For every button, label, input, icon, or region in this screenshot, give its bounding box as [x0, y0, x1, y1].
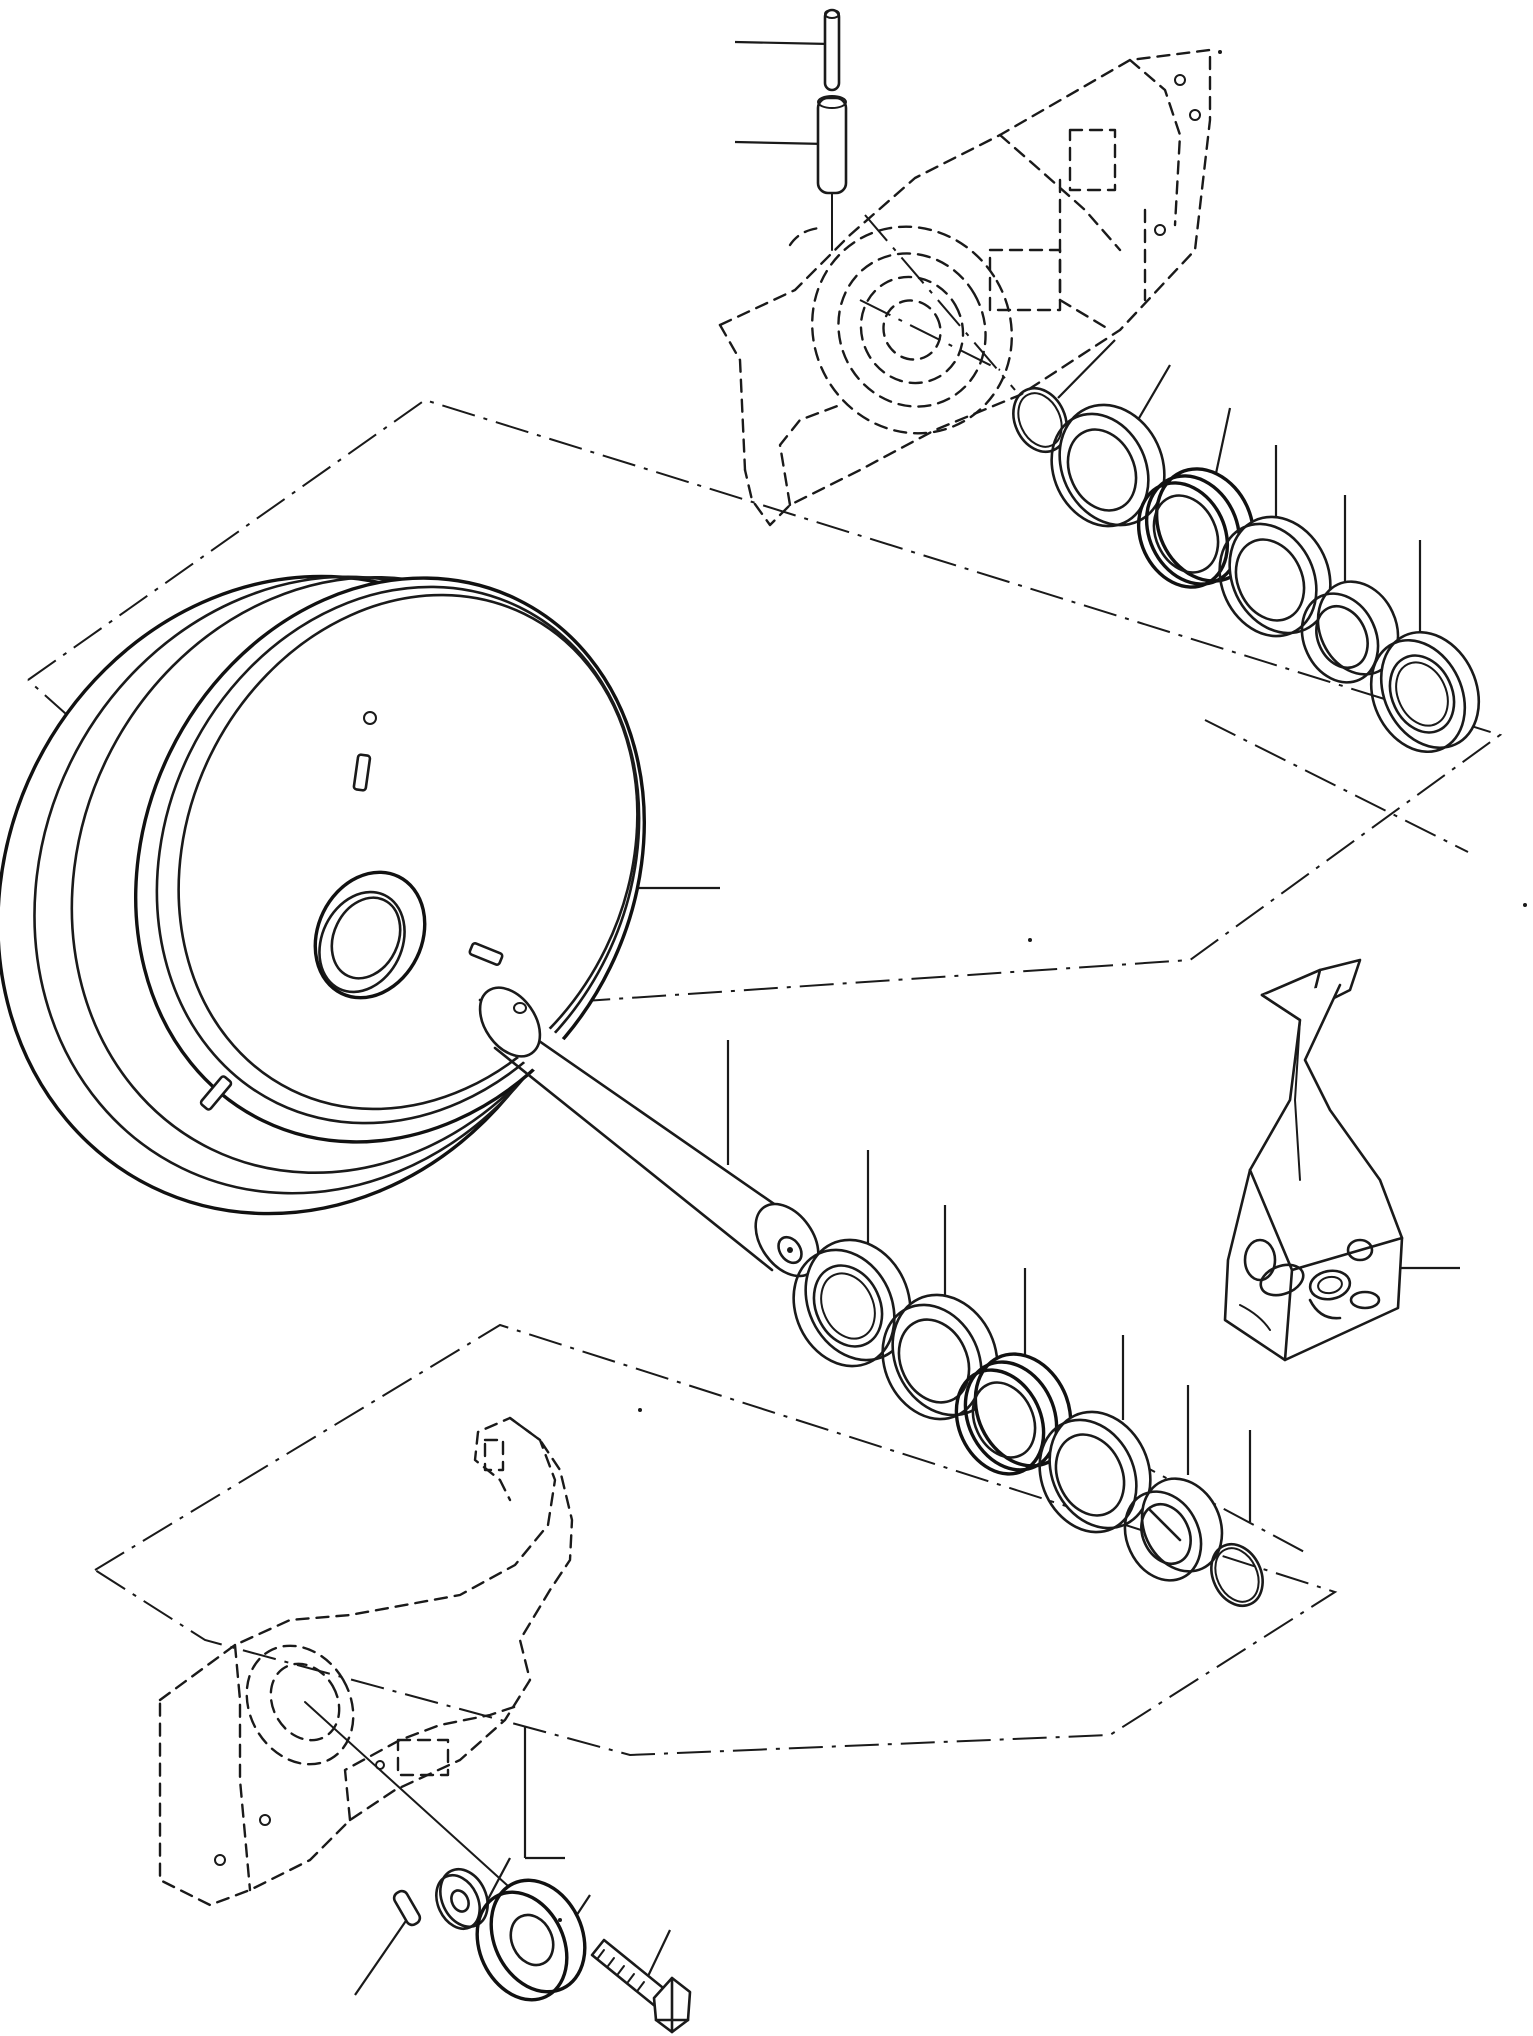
lower-bushing [1123, 1477, 1224, 1582]
upper-o-ring [1012, 386, 1068, 454]
pin-small [823, 8, 841, 92]
upper-seal-ring-2 [1218, 515, 1332, 638]
idler-wheel [0, 574, 646, 1216]
upper-collar [1369, 630, 1481, 754]
upper-bushing [1300, 580, 1400, 684]
lower-collar [792, 1238, 912, 1368]
lower-bolt [590, 1938, 692, 2034]
lower-bracket [158, 1416, 574, 1916]
seal-kit-bag [1223, 958, 1404, 1362]
idler-shaft [470, 986, 820, 1278]
lower-washer [435, 1867, 489, 1931]
lower-o-ring [1210, 1542, 1264, 1608]
stray-marks [558, 50, 1527, 1922]
lower-plate [475, 1878, 587, 2002]
lower-pin [392, 1889, 422, 1927]
upper-bracket [718, 48, 1212, 527]
pin-large [816, 95, 848, 251]
